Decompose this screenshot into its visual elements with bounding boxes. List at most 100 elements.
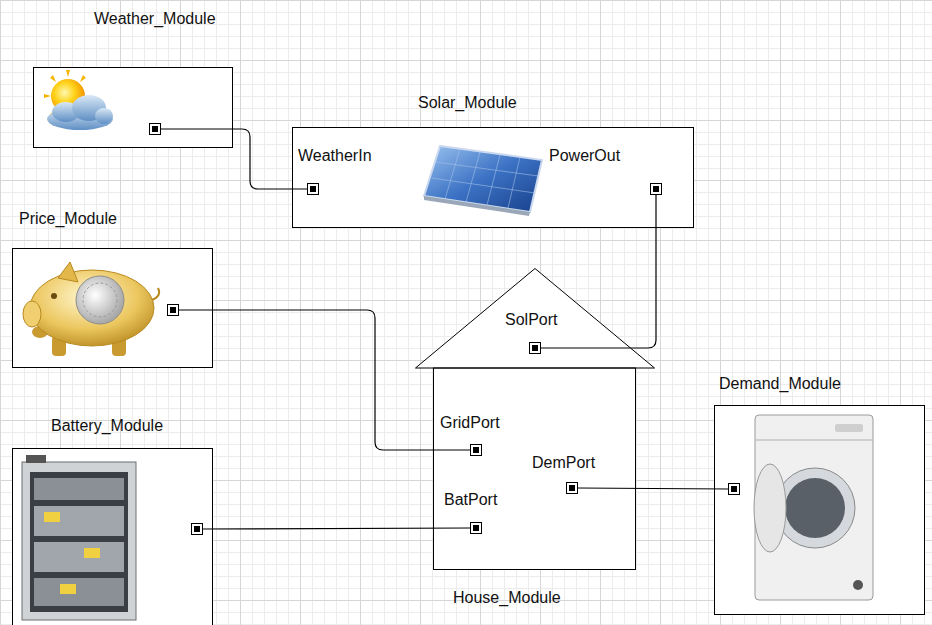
machine-drum-ring [775, 468, 855, 548]
connector-line [161, 129, 307, 189]
port-dot [473, 447, 479, 453]
port-dot [731, 486, 737, 492]
port-dot [170, 307, 176, 313]
warning-label [84, 548, 100, 558]
weather-module: Weather_Module [33, 67, 233, 148]
connector-line [541, 195, 656, 348]
port-dot [653, 186, 659, 192]
house-roof-fill [415, 268, 655, 368]
port-square [470, 444, 482, 456]
port-dot [152, 126, 158, 132]
port-label: PowerOut [549, 146, 620, 165]
port-label: DemPort [532, 453, 595, 472]
connector-path [179, 310, 470, 450]
port-square [470, 522, 482, 534]
demand-module: Demand_Module [714, 405, 925, 615]
connector-line [179, 310, 470, 450]
machine-foot [853, 580, 863, 590]
box-fill [12, 248, 213, 368]
box-fill [12, 448, 213, 625]
port-square [529, 342, 541, 354]
solar-panel-icon [424, 146, 542, 216]
battery-pack [34, 542, 124, 572]
panel-edge [424, 196, 530, 216]
battery-pack [34, 578, 124, 606]
module-title: Price_Module [19, 209, 117, 228]
port-square [566, 482, 578, 494]
panel-grid-part [508, 157, 520, 208]
connector-path [203, 528, 470, 529]
cabinet-knob [26, 455, 46, 463]
box-fill [292, 127, 694, 228]
cloud [47, 95, 113, 130]
washing-machine-icon [754, 415, 873, 600]
battery-cabinet-icon [22, 455, 136, 620]
battery-module: Battery_Module [12, 448, 213, 625]
connector-path [541, 195, 656, 348]
pig-eye [51, 293, 57, 299]
port-square [650, 183, 662, 195]
box-fill [33, 67, 233, 148]
sun-rays-part [44, 94, 51, 98]
panel-grid-part [466, 152, 480, 202]
house-body-fill [433, 368, 635, 570]
panel-grid [432, 149, 538, 208]
coin [76, 276, 124, 324]
module-title: Solar_Module [418, 93, 517, 112]
weather-icon [44, 70, 113, 130]
coin-rim [83, 283, 117, 317]
sun-rays-part [66, 70, 70, 77]
piggy-bank-icon [23, 262, 159, 356]
pig-ear [58, 262, 78, 282]
module-title: Demand_Module [719, 374, 841, 393]
port-square [728, 483, 740, 495]
port-dot [310, 186, 316, 192]
port-label: BatPort [444, 490, 497, 509]
pig-body [30, 270, 154, 346]
port-label: SolPort [505, 310, 557, 329]
port-square [149, 123, 161, 135]
machine-door [754, 464, 786, 552]
panel-grid-part [432, 178, 535, 193]
solar-module: Solar_ModuleWeatherInPowerOut [292, 127, 694, 228]
price-module: Price_Module [12, 248, 213, 368]
shelf [34, 478, 124, 500]
connector-path [578, 488, 728, 489]
box-fills [12, 67, 925, 625]
module-title: House_Module [453, 588, 561, 607]
connector-line [203, 528, 470, 529]
house-module: SolPortGridPortDemPortBatPortHouse_Modul… [415, 268, 655, 570]
port-label: GridPort [440, 413, 500, 432]
port-dot [194, 526, 200, 532]
port-label: WeatherIn [298, 146, 372, 165]
machine-body [755, 415, 873, 600]
cabinet [22, 462, 136, 620]
battery-pack [34, 506, 124, 536]
cabinet-inside [30, 472, 128, 612]
house-roof [416, 269, 655, 369]
sun-rays-part [80, 75, 86, 82]
machine-panel-line [755, 440, 873, 441]
machine-drum [785, 478, 845, 538]
port-dot [532, 345, 538, 351]
cloud-part [95, 108, 113, 124]
port-dot [473, 525, 479, 531]
box-fill [714, 405, 925, 615]
port-square [307, 183, 319, 195]
port-square [167, 304, 179, 316]
panel-grid-part [445, 149, 460, 199]
pig-snout [23, 301, 41, 327]
panel-grid-part [436, 162, 538, 176]
pig-tail [152, 288, 159, 300]
house-body [434, 368, 636, 570]
connector-path [161, 129, 307, 189]
port-square [191, 523, 203, 535]
module-title: Battery_Module [51, 416, 163, 435]
module-title: Weather_Module [94, 9, 216, 28]
port-dot [569, 485, 575, 491]
machine-knob [835, 424, 863, 432]
